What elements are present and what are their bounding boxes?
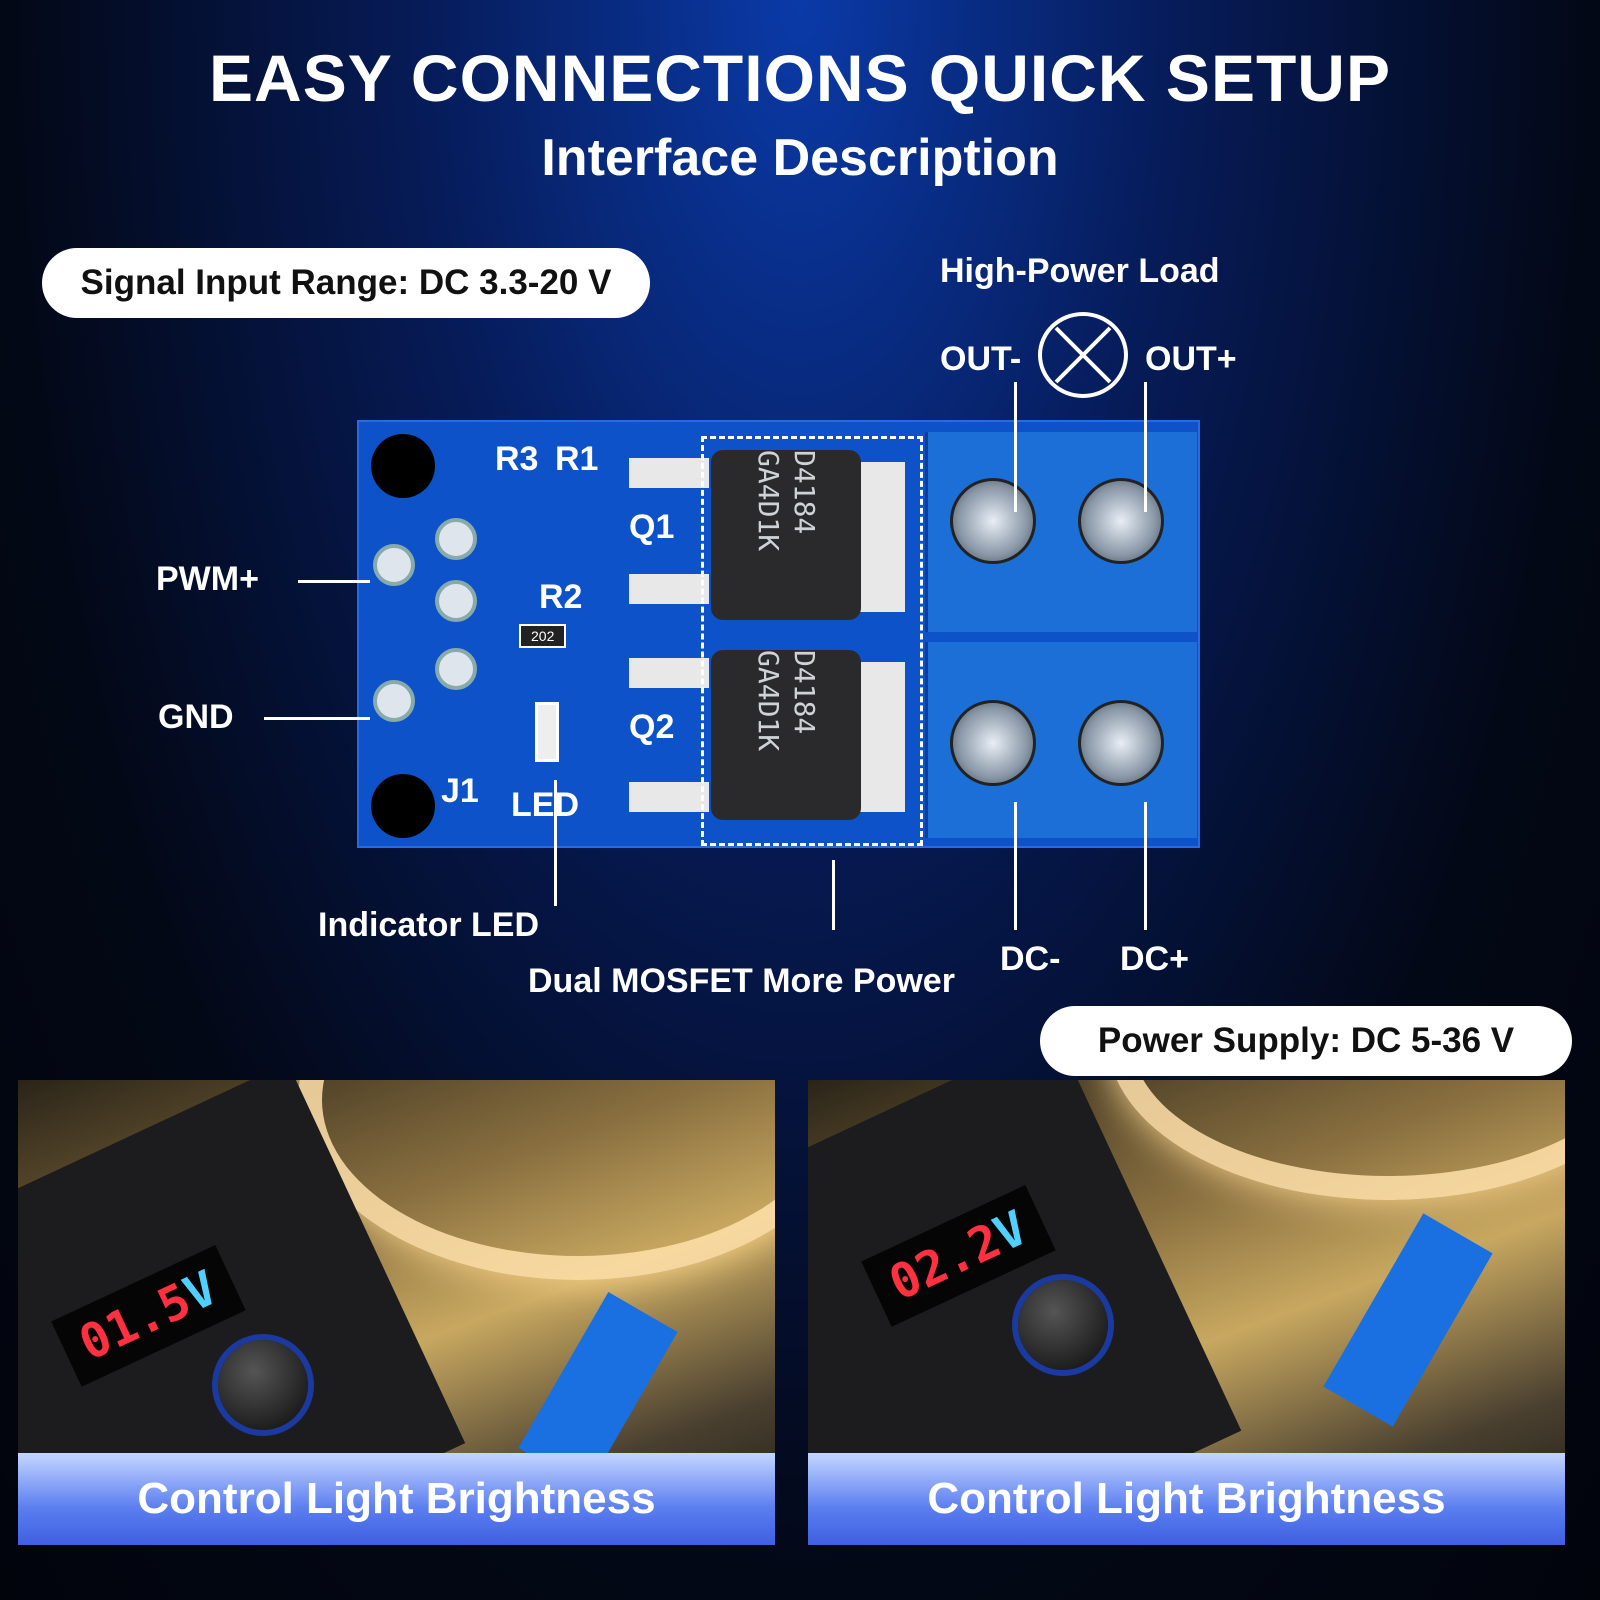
mosfet-q2: D4184 GA4D1K: [711, 650, 861, 820]
page-subtitle: Interface Description: [541, 129, 1059, 187]
pin-pad: [435, 518, 477, 560]
leader-line: [298, 580, 370, 583]
gnd-pin: [373, 680, 415, 722]
power-supply-badge: Power Supply: DC 5-36 V: [1040, 1006, 1572, 1076]
pwm-plus-label: PWM+: [156, 560, 259, 598]
load-label: High-Power Load: [940, 252, 1220, 290]
pin-pad: [435, 580, 477, 622]
mosfet-module: [1323, 1213, 1493, 1427]
leader-line: [264, 717, 370, 720]
mosfet-q1: D4184 GA4D1K: [711, 450, 861, 620]
caption-2: Control Light Brightness: [808, 1453, 1565, 1545]
q1-label: Q1: [629, 508, 675, 546]
dc-plus-label: DC+: [1120, 940, 1189, 978]
mosfet-highlight: [701, 436, 923, 846]
mount-hole: [371, 774, 435, 838]
voltage-knob: [218, 1340, 308, 1430]
signal-range-badge: Signal Input Range: DC 3.3-20 V: [42, 248, 650, 318]
voltage-knob: [1018, 1280, 1108, 1370]
mount-hole: [371, 434, 435, 498]
led-strip: [1108, 1080, 1565, 1200]
r3-label: R3: [495, 440, 539, 478]
leader-line: [1014, 802, 1017, 930]
q2-label: Q2: [629, 708, 675, 746]
indicator-led: [535, 702, 559, 762]
input-terminal-block: [925, 642, 1197, 838]
out-minus-label: OUT-: [940, 340, 1022, 378]
pin-pad: [435, 648, 477, 690]
caption-1: Control Light Brightness: [18, 1453, 775, 1545]
led-label: LED: [511, 786, 579, 824]
output-terminal-block: [925, 432, 1197, 632]
pwm-pin: [373, 544, 415, 586]
out-plus-screw[interactable]: [1078, 478, 1164, 564]
dc-minus-label: DC-: [1000, 940, 1061, 978]
j1-label: J1: [441, 772, 479, 810]
out-plus-label: OUT+: [1145, 340, 1237, 378]
mosfet-lead: [629, 458, 709, 488]
demo-photo-1: 01.5V Control Light Brightness: [18, 1080, 775, 1545]
r2-resistor: 202: [519, 624, 567, 648]
page-title: EASY CONNECTIONS QUICK SETUP: [209, 41, 1391, 115]
r1-label: R1: [555, 440, 599, 478]
out-minus-screw[interactable]: [950, 478, 1036, 564]
mosfet-lead: [629, 782, 709, 812]
demo-photo-2: 02.2V Control Light Brightness: [808, 1080, 1565, 1545]
gnd-label: GND: [158, 698, 234, 736]
leader-line: [832, 860, 835, 930]
lamp-symbol-icon: [1038, 312, 1128, 398]
leader-line: [554, 780, 557, 906]
indicator-led-label: Indicator LED: [318, 906, 540, 944]
mosfet-lead: [629, 658, 709, 688]
dc-plus-screw[interactable]: [1078, 700, 1164, 786]
leader-line: [1144, 802, 1147, 930]
leader-line: [1014, 382, 1017, 512]
mosfet-lead: [629, 574, 709, 604]
dc-minus-screw[interactable]: [950, 700, 1036, 786]
dual-mosfet-label: Dual MOSFET More Power: [528, 962, 955, 1000]
r2-label: R2: [539, 578, 583, 616]
mosfet-board: J1 R3 R1 R2 202 LED Q1 Q2 D4184 GA4D1K D…: [357, 420, 1200, 848]
leader-line: [1144, 382, 1147, 512]
